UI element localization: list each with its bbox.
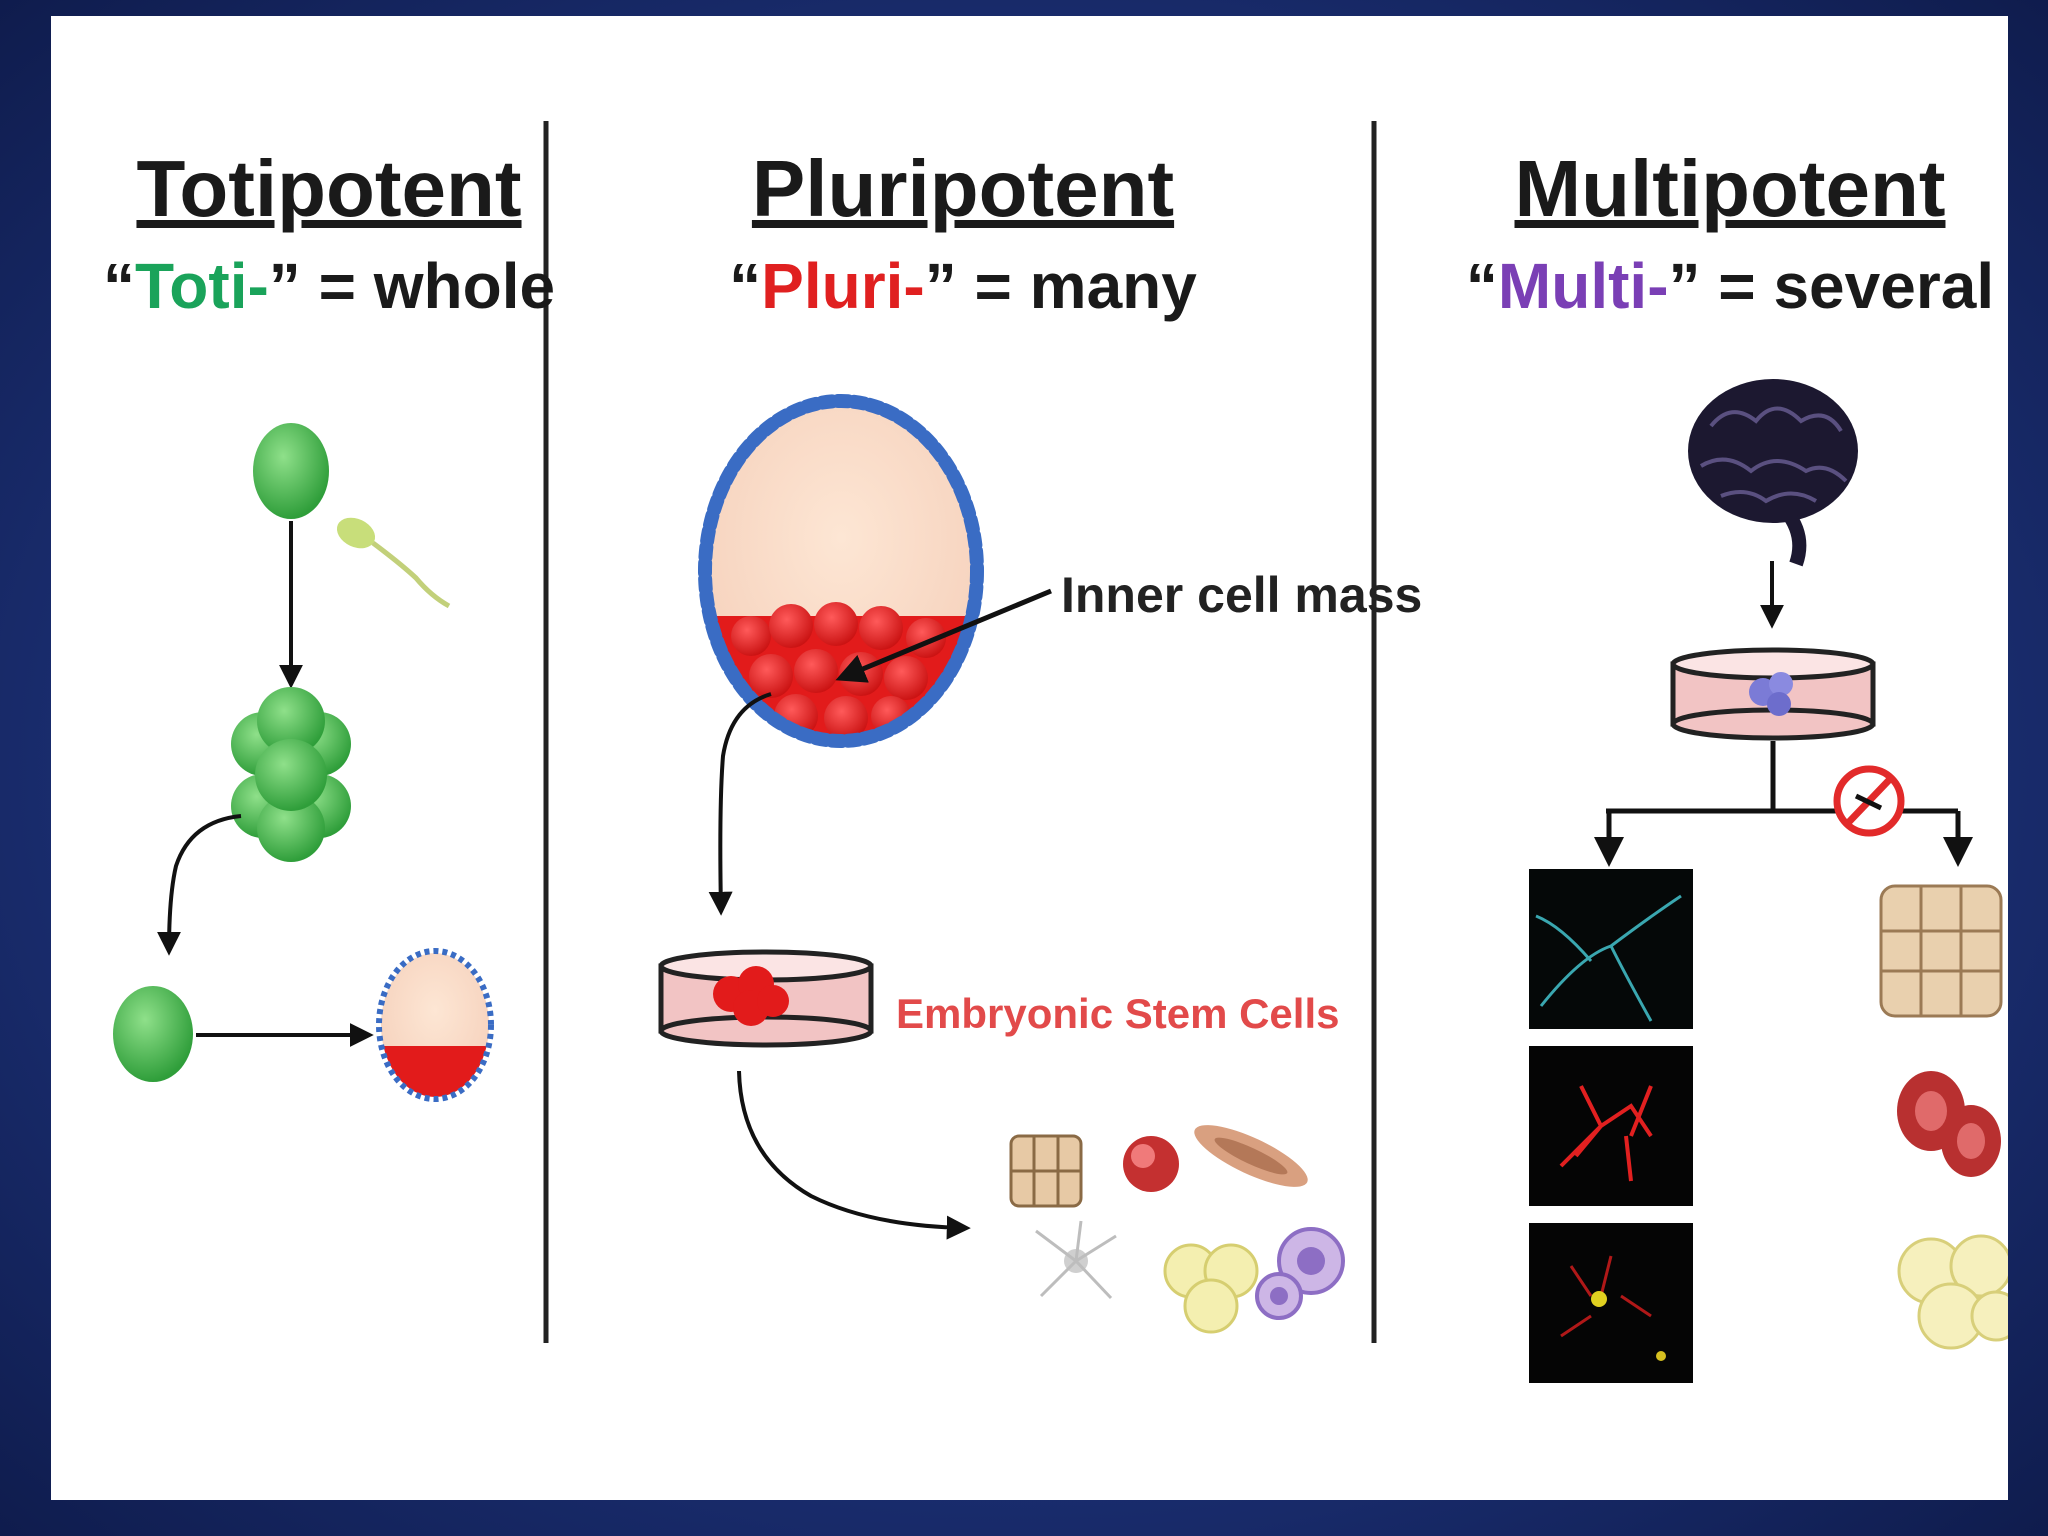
neuron-image-icon — [1529, 869, 1693, 1029]
prefix-multi: Multi- — [1498, 250, 1669, 322]
subtitle-totipotent: “Toti-” = whole — [103, 250, 555, 322]
arrow-to-differentiated — [737, 1070, 971, 1240]
brain-icon — [1688, 379, 1858, 567]
small-blastocyst-icon — [376, 948, 494, 1102]
sperm-icon — [336, 517, 451, 609]
muscle-cells-icon — [1879, 884, 2003, 1018]
arrow-morula-to-cell — [157, 814, 242, 956]
prefix-pluri: Pluri- — [761, 250, 925, 322]
egg-cell-icon — [253, 423, 329, 519]
label-inner-cell-mass: Inner cell mass — [1061, 567, 1422, 623]
potency-diagram: Totipotent “Toti-” = whole Pluripotent “… — [103, 121, 2008, 1383]
branch-lines — [1606, 741, 1958, 814]
blastocyst-icon — [698, 394, 984, 748]
petri-dish-esc-icon — [658, 949, 874, 1048]
label-embryonic-stem-cells: Embryonic Stem Cells — [896, 990, 1339, 1037]
slide: Totipotent “Toti-” = whole Pluripotent “… — [51, 16, 2008, 1500]
fat-cells-icon — [1897, 1234, 2008, 1350]
petri-dish-nsc-icon — [1670, 647, 1876, 741]
no-symbol-icon — [1833, 765, 1905, 837]
morula-icon — [231, 687, 351, 862]
prefix-toti: Toti- — [135, 250, 269, 322]
differentiated-cells-icon — [1009, 1125, 1345, 1334]
totipotent-cell-icon — [113, 986, 193, 1082]
oligodendrocyte-image-icon — [1529, 1223, 1693, 1383]
title-totipotent: Totipotent — [136, 144, 521, 233]
arrow-inner-cell-mass — [835, 588, 1052, 683]
title-multipotent: Multipotent — [1515, 144, 1946, 233]
subtitle-pluripotent: “Pluri-” = many — [729, 250, 1197, 322]
arrow-to-dish — [708, 692, 772, 916]
red-blood-cells-icon — [1897, 1071, 2001, 1177]
title-pluripotent: Pluripotent — [752, 144, 1174, 233]
subtitle-multipotent: “Multi-” = several — [1466, 250, 1994, 322]
astrocyte-image-icon — [1529, 1046, 1693, 1206]
